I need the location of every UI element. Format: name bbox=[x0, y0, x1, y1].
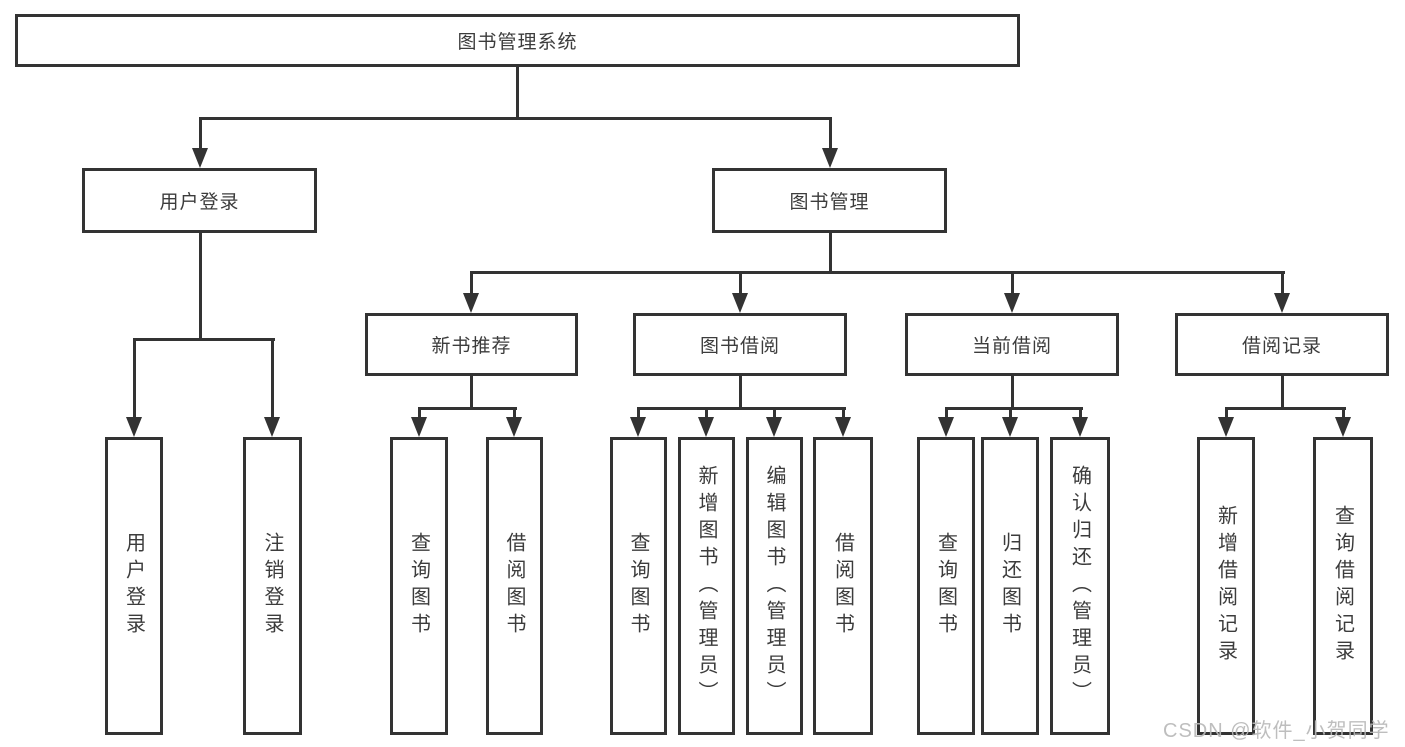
leaf-user-login: 用户登录 bbox=[105, 437, 163, 735]
connector-vline bbox=[1009, 408, 1012, 419]
connector-vline bbox=[133, 339, 136, 420]
connector-vline bbox=[470, 376, 473, 409]
connector-vline bbox=[829, 118, 832, 150]
leaf-add-book-admin: 新增图书（管理员） bbox=[678, 437, 735, 735]
node-user-login: 用户登录 bbox=[82, 168, 317, 233]
arrowhead-down-icon bbox=[822, 148, 838, 168]
leaf-edit-book-admin: 编辑图书（管理员） bbox=[746, 437, 803, 735]
arrowhead-down-icon bbox=[264, 417, 280, 437]
connector-vline bbox=[1079, 408, 1082, 419]
connector-vline bbox=[1281, 272, 1284, 295]
leaf-add-borrow-record: 新增借阅记录 bbox=[1197, 437, 1255, 735]
leaf-borrow-books-borrowing: 借阅图书 bbox=[813, 437, 873, 735]
connector-vline bbox=[739, 272, 742, 295]
leaf-query-books-borrowing: 查询图书 bbox=[610, 437, 667, 735]
arrowhead-down-icon bbox=[1002, 417, 1018, 437]
connector-vline bbox=[418, 408, 421, 419]
arrowhead-down-icon bbox=[411, 417, 427, 437]
arrowhead-down-icon bbox=[1004, 293, 1020, 313]
connector-vline bbox=[1011, 376, 1014, 409]
arrowhead-down-icon bbox=[1218, 417, 1234, 437]
leaf-query-borrow-record: 查询借阅记录 bbox=[1313, 437, 1373, 735]
leaf-return-books: 归还图书 bbox=[981, 437, 1039, 735]
connector-hline bbox=[199, 117, 832, 120]
connector-hline bbox=[945, 407, 1083, 410]
arrowhead-down-icon bbox=[126, 417, 142, 437]
node-borrowing-records: 借阅记录 bbox=[1175, 313, 1389, 376]
leaf-query-books-current: 查询图书 bbox=[917, 437, 975, 735]
arrowhead-down-icon bbox=[1335, 417, 1351, 437]
connector-vline bbox=[199, 118, 202, 150]
arrowhead-down-icon bbox=[835, 417, 851, 437]
connector-vline bbox=[513, 408, 516, 419]
arrowhead-down-icon bbox=[1072, 417, 1088, 437]
connector-vline bbox=[773, 408, 776, 419]
arrowhead-down-icon bbox=[732, 293, 748, 313]
arrowhead-down-icon bbox=[766, 417, 782, 437]
connector-vline bbox=[470, 272, 473, 295]
connector-vline bbox=[1225, 408, 1228, 419]
node-library-management-system: 图书管理系统 bbox=[15, 14, 1020, 67]
connector-vline bbox=[705, 408, 708, 419]
arrowhead-down-icon bbox=[192, 148, 208, 168]
connector-vline bbox=[1342, 408, 1345, 419]
connector-hline bbox=[418, 407, 517, 410]
leaf-confirm-return-admin: 确认归还（管理员） bbox=[1050, 437, 1110, 735]
connector-hline bbox=[637, 407, 846, 410]
connector-vline bbox=[1281, 376, 1284, 409]
node-current-borrowing: 当前借阅 bbox=[905, 313, 1119, 376]
leaf-logout: 注销登录 bbox=[243, 437, 302, 735]
node-new-book-recommendation: 新书推荐 bbox=[365, 313, 578, 376]
connector-vline bbox=[199, 233, 202, 340]
arrowhead-down-icon bbox=[630, 417, 646, 437]
arrowhead-down-icon bbox=[463, 293, 479, 313]
csdn-watermark: CSDN @软件_小贺同学 bbox=[1163, 720, 1390, 742]
connector-vline bbox=[1011, 272, 1014, 295]
connector-vline bbox=[945, 408, 948, 419]
connector-hline bbox=[470, 271, 1285, 274]
leaf-query-books-recommend: 查询图书 bbox=[390, 437, 448, 735]
arrowhead-down-icon bbox=[938, 417, 954, 437]
connector-vline bbox=[637, 408, 640, 419]
leaf-borrow-books-recommend: 借阅图书 bbox=[486, 437, 543, 735]
connector-vline bbox=[842, 408, 845, 419]
arrowhead-down-icon bbox=[506, 417, 522, 437]
connector-vline bbox=[271, 339, 274, 420]
connector-vline bbox=[829, 233, 832, 273]
arrowhead-down-icon bbox=[1274, 293, 1290, 313]
connector-hline bbox=[1225, 407, 1346, 410]
node-book-management: 图书管理 bbox=[712, 168, 947, 233]
connector-vline bbox=[516, 67, 519, 119]
node-book-borrowing: 图书借阅 bbox=[633, 313, 847, 376]
connector-vline bbox=[739, 376, 742, 409]
connector-hline bbox=[133, 338, 275, 341]
arrowhead-down-icon bbox=[698, 417, 714, 437]
